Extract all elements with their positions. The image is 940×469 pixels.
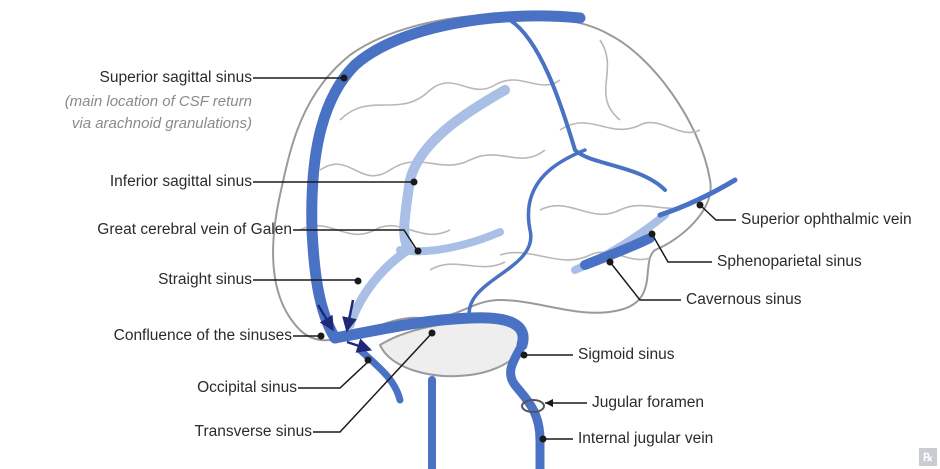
label-inferior-sagittal-sinus: Inferior sagittal sinus [110,173,252,191]
label-internal-jugular-vein: Internal jugular vein [578,430,713,448]
label-superior-ophthalmic-vein: Superior ophthalmic vein [741,211,912,229]
label-occipital-sinus: Occipital sinus [197,379,297,397]
label-sigmoid-sinus: Sigmoid sinus [578,346,675,364]
vein-on-surface [510,20,665,190]
note-csf-return-2: via arachnoid granulations) [72,113,252,135]
rx-logo: ℞ [919,448,937,466]
straight-sinus-shape [350,252,405,325]
label-transverse-sinus: Transverse sinus [195,423,312,441]
label-cavernous-sinus: Cavernous sinus [686,291,801,309]
great-cerebral-vein-shape [400,232,500,251]
label-superior-sagittal-sinus: Superior sagittal sinus [100,69,253,87]
label-straight-sinus: Straight sinus [158,271,252,289]
note-csf-return-1: (main location of CSF return [65,91,252,113]
jugular-foramen-arrowhead [545,399,553,407]
cavernous-sinus-shape [585,238,650,265]
superior-ophthalmic-vein-shape [660,180,735,215]
superior-sagittal-sinus-shape [312,16,580,338]
inferior-sagittal-sinus-shape [404,90,505,250]
sigmoid-sinus-shape [511,345,540,469]
label-great-cerebral-vein: Great cerebral vein of Galen [97,221,292,239]
label-sphenoparietal-sinus: Sphenoparietal sinus [717,253,862,271]
label-jugular-foramen: Jugular foramen [592,394,704,412]
deep-veins [350,90,665,325]
label-confluence: Confluence of the sinuses [114,327,292,345]
